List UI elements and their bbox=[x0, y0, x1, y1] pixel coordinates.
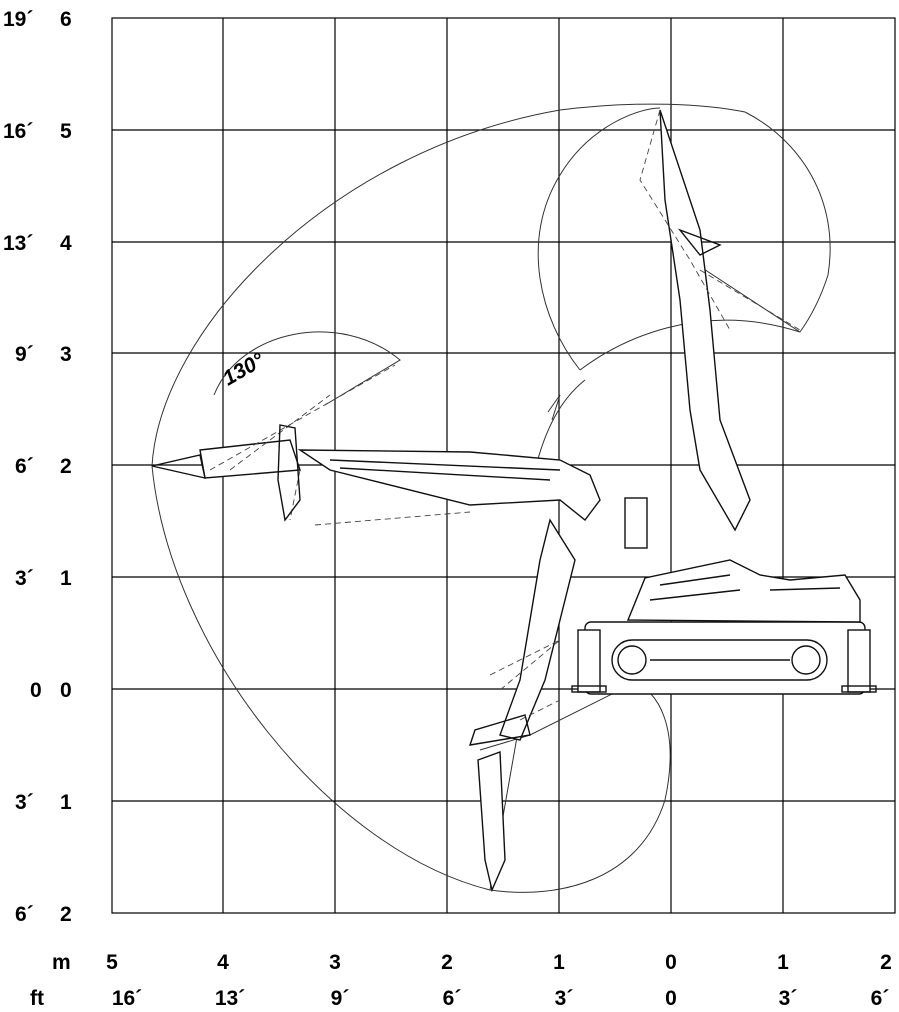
boom-arm bbox=[297, 449, 601, 521]
y-tick-m: 2 bbox=[60, 455, 72, 478]
mid-arc bbox=[534, 259, 801, 471]
x-tick-m: 1 bbox=[553, 951, 565, 974]
y-tick-ft: 6´ bbox=[15, 455, 34, 478]
x-tick-m: 2 bbox=[880, 951, 892, 974]
y-tick-m: 1 bbox=[60, 567, 72, 590]
outrigger-foot-right bbox=[841, 685, 877, 693]
boom-cylinder bbox=[329, 459, 561, 481]
x-tick-ft: 13´ bbox=[215, 987, 245, 1010]
y-tick-ft: 9´ bbox=[15, 343, 34, 366]
x-tick-ft: 16´ bbox=[112, 987, 142, 1010]
y-tick-ft: 13´ bbox=[3, 232, 33, 255]
arm-vertical bbox=[639, 109, 801, 532]
outrigger-right bbox=[847, 629, 871, 693]
vertical-bracket bbox=[677, 228, 722, 256]
carrier bbox=[571, 497, 877, 695]
y-tick-m: 6 bbox=[60, 8, 72, 31]
x-tick-m: 1 bbox=[777, 951, 789, 974]
y-tick-m: 1 bbox=[60, 791, 72, 814]
track-sprocket bbox=[791, 645, 821, 675]
control-block bbox=[624, 497, 648, 549]
angle-label: 130° bbox=[219, 348, 269, 390]
lowered-tool-positions bbox=[489, 639, 561, 721]
x-tick-m: 0 bbox=[665, 951, 677, 974]
superstructure bbox=[626, 559, 861, 623]
lowered-boom bbox=[499, 518, 576, 741]
x-tick-ft: 9´ bbox=[331, 987, 350, 1010]
x-tick-ft: 6´ bbox=[443, 987, 462, 1010]
upper-tool-arc bbox=[537, 107, 831, 371]
track-frame bbox=[584, 621, 866, 695]
y-axis: 19´ 6 16´ 5 13´ 4 9´ 3 6´ 2 3´ 1 0 0 3´ … bbox=[3, 8, 72, 926]
y-tick-ft: 0 bbox=[30, 679, 42, 702]
track-belt bbox=[611, 639, 828, 681]
envelope-notch bbox=[547, 394, 561, 421]
breaker-tip-horizontal bbox=[151, 454, 206, 479]
x-tick-m: 2 bbox=[441, 951, 453, 974]
outrigger-foot-left bbox=[571, 685, 607, 693]
outer-envelope bbox=[151, 103, 746, 893]
y-tick-ft: 6´ bbox=[15, 903, 34, 926]
x-unit-m: m bbox=[52, 951, 71, 974]
y-tick-ft: 16´ bbox=[3, 120, 33, 143]
y-tick-m: 2 bbox=[60, 903, 72, 926]
y-tick-m: 4 bbox=[60, 232, 72, 255]
breaker-horizontal bbox=[199, 439, 301, 479]
angle-arc-130 bbox=[213, 331, 401, 406]
superstructure-detail bbox=[649, 574, 841, 601]
lowered-bracket bbox=[468, 714, 531, 746]
vertical-boom bbox=[659, 109, 751, 532]
x-tick-ft: 6´ bbox=[871, 987, 890, 1010]
y-tick-ft: 3´ bbox=[15, 791, 34, 814]
x-tick-ft: 3´ bbox=[555, 987, 574, 1010]
arm-lowered bbox=[468, 518, 576, 893]
y-tick-ft: 19´ bbox=[3, 8, 33, 31]
outrigger-left bbox=[577, 629, 601, 693]
x-axis: m ft 5 4 3 2 1 0 1 2 16´ 13´ 9´ 6´ 3´ 0 … bbox=[30, 951, 892, 1010]
y-tick-m: 3 bbox=[60, 343, 72, 366]
breaker-lowered bbox=[477, 751, 506, 893]
y-tick-m: 5 bbox=[60, 120, 72, 143]
x-tick-m: 5 bbox=[106, 951, 118, 974]
x-tick-ft: 0 bbox=[665, 987, 677, 1010]
y-tick-m: 0 bbox=[60, 679, 72, 702]
x-unit-ft: ft bbox=[30, 987, 44, 1010]
y-tick-ft: 3´ bbox=[15, 567, 34, 590]
tool-bracket bbox=[277, 424, 301, 522]
x-tick-m: 4 bbox=[217, 951, 229, 974]
arm-horizontal bbox=[151, 364, 601, 526]
x-tick-m: 3 bbox=[329, 951, 341, 974]
x-tick-ft: 3´ bbox=[779, 987, 798, 1010]
track-idler bbox=[617, 645, 647, 675]
